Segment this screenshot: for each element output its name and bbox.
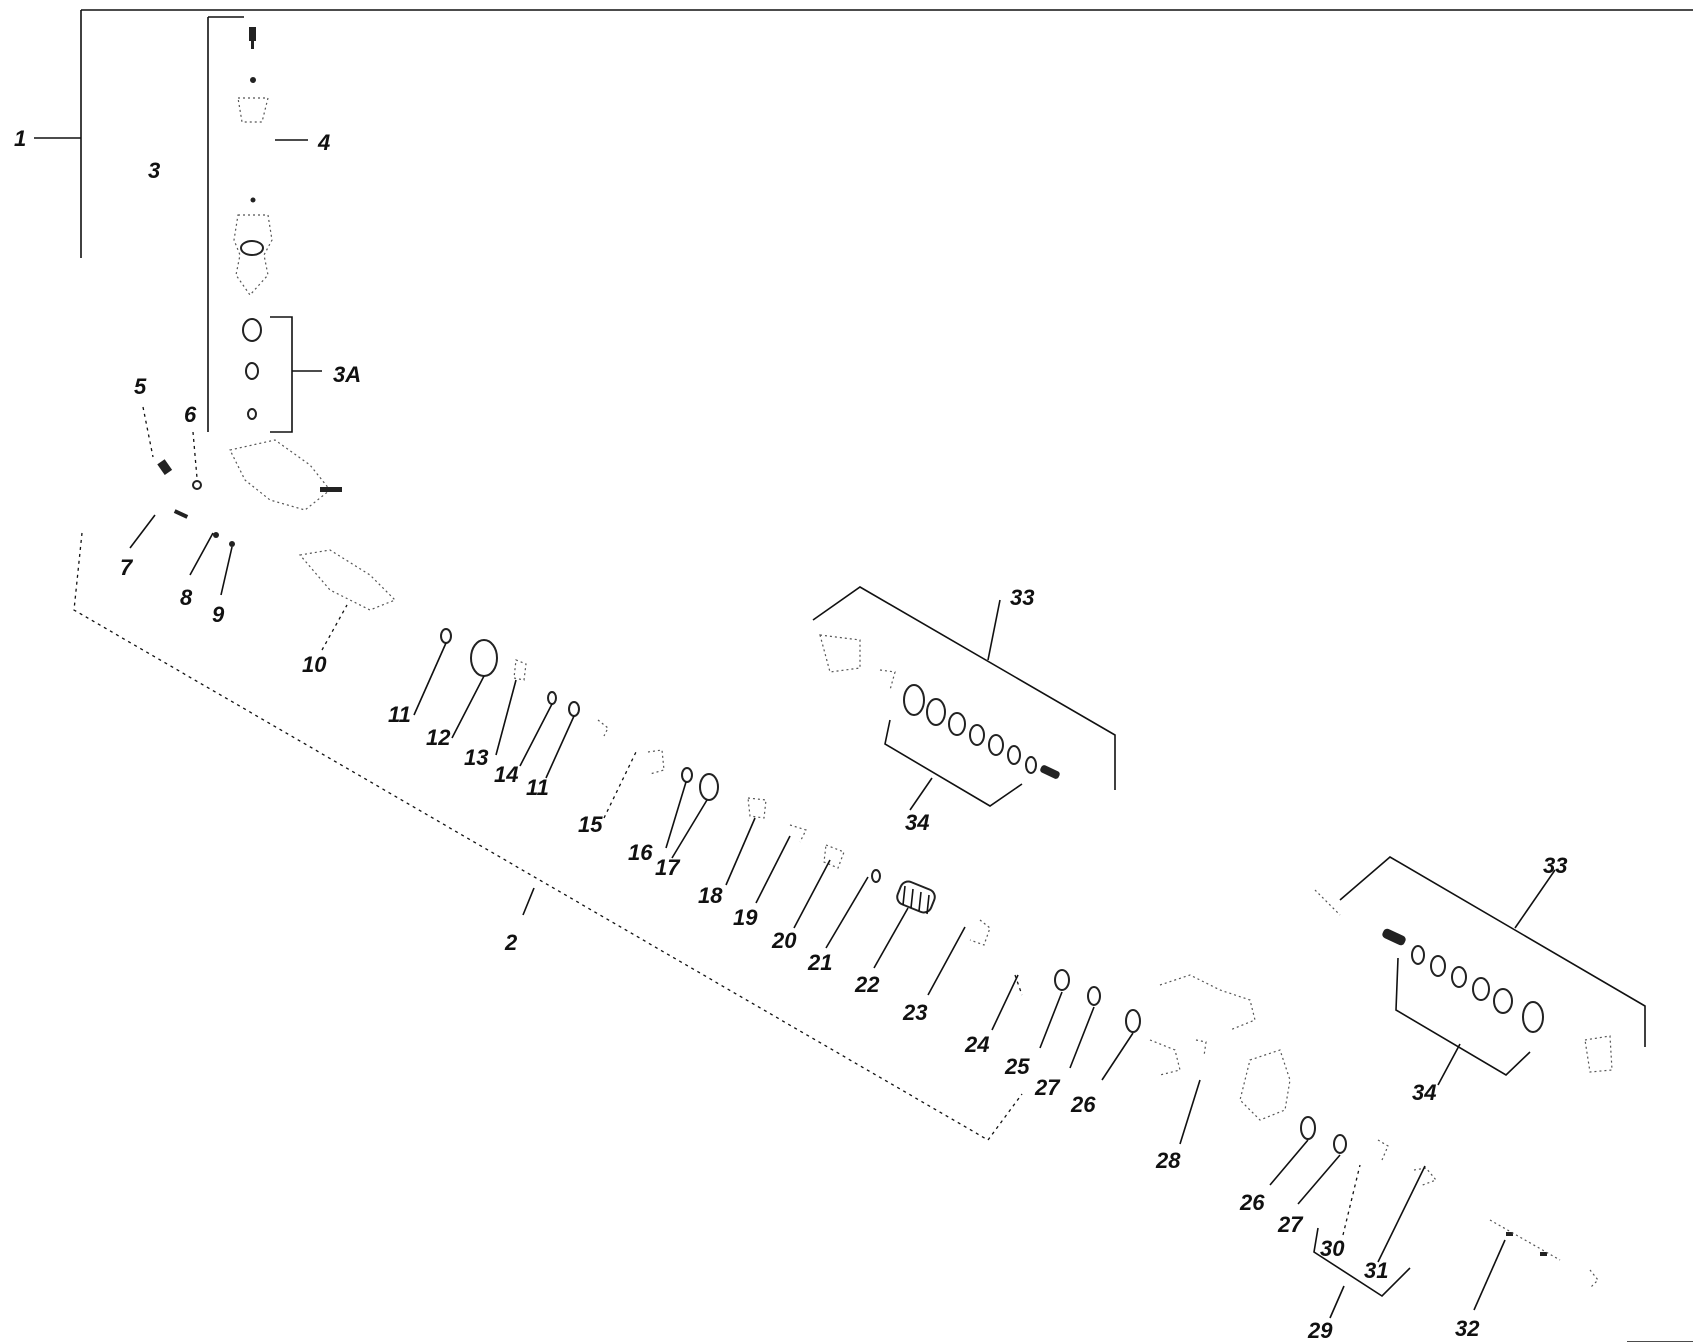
callout-3a: 3A — [333, 362, 361, 387]
assembly-bracket-3 — [207, 16, 244, 432]
callout-16: 16 — [628, 840, 653, 865]
callout-25: 25 — [1004, 1054, 1030, 1079]
seal-kit-inset-lower — [1314, 856, 1646, 1086]
callout-14: 14 — [494, 762, 518, 787]
rotary-head-parts — [1039, 969, 1693, 1342]
callout-2: 2 — [504, 930, 518, 955]
callout-31: 31 — [1364, 1258, 1388, 1283]
callout-24: 24 — [964, 1032, 989, 1057]
callout-labels: 1 2 3 3A 4 5 6 7 8 9 10 11 12 13 14 11 1… — [14, 126, 1567, 1342]
callout-19: 19 — [733, 905, 758, 930]
callout-18: 18 — [698, 883, 723, 908]
spring-part-22 — [896, 880, 936, 915]
callout-26: 26 — [1070, 1092, 1096, 1117]
callout-17: 17 — [655, 855, 681, 880]
callout-32: 32 — [1455, 1316, 1480, 1341]
callout-33b: 33 — [1543, 853, 1567, 878]
callout-7: 7 — [120, 555, 134, 580]
callout-11: 11 — [388, 702, 411, 727]
callout-4: 4 — [317, 130, 330, 155]
callout-12: 12 — [426, 725, 451, 750]
callout-1: 1 — [14, 126, 26, 151]
callout-30: 30 — [1320, 1236, 1345, 1261]
seal-kit-inset-upper — [812, 586, 1116, 811]
callout-22: 22 — [854, 972, 880, 997]
callout-3: 3 — [148, 158, 160, 183]
callout-6: 6 — [184, 402, 197, 427]
callout-28: 28 — [1155, 1148, 1181, 1173]
callout-27b: 27 — [1277, 1212, 1304, 1237]
callout-27: 27 — [1034, 1075, 1061, 1100]
upper-stack-parts — [233, 27, 322, 433]
assembly-bracket-2 — [73, 532, 1023, 1141]
callout-23: 23 — [902, 1000, 927, 1025]
callout-9: 9 — [212, 602, 225, 627]
shaft-parts — [413, 628, 1023, 1031]
callout-29: 29 — [1307, 1318, 1333, 1342]
callout-21: 21 — [807, 950, 832, 975]
callout-8: 8 — [180, 585, 193, 610]
callout-11b: 11 — [526, 775, 549, 800]
assembly-bracket-1 — [34, 9, 1693, 258]
callout-34: 34 — [905, 810, 929, 835]
callout-15: 15 — [578, 812, 603, 837]
callout-33: 33 — [1010, 585, 1034, 610]
callout-20: 20 — [771, 928, 797, 953]
callout-13: 13 — [464, 745, 488, 770]
callout-10: 10 — [302, 652, 327, 677]
callout-26b: 26 — [1239, 1190, 1265, 1215]
callout-5: 5 — [134, 374, 147, 399]
callout-34b: 34 — [1412, 1080, 1436, 1105]
valve-head-parts — [129, 406, 397, 651]
